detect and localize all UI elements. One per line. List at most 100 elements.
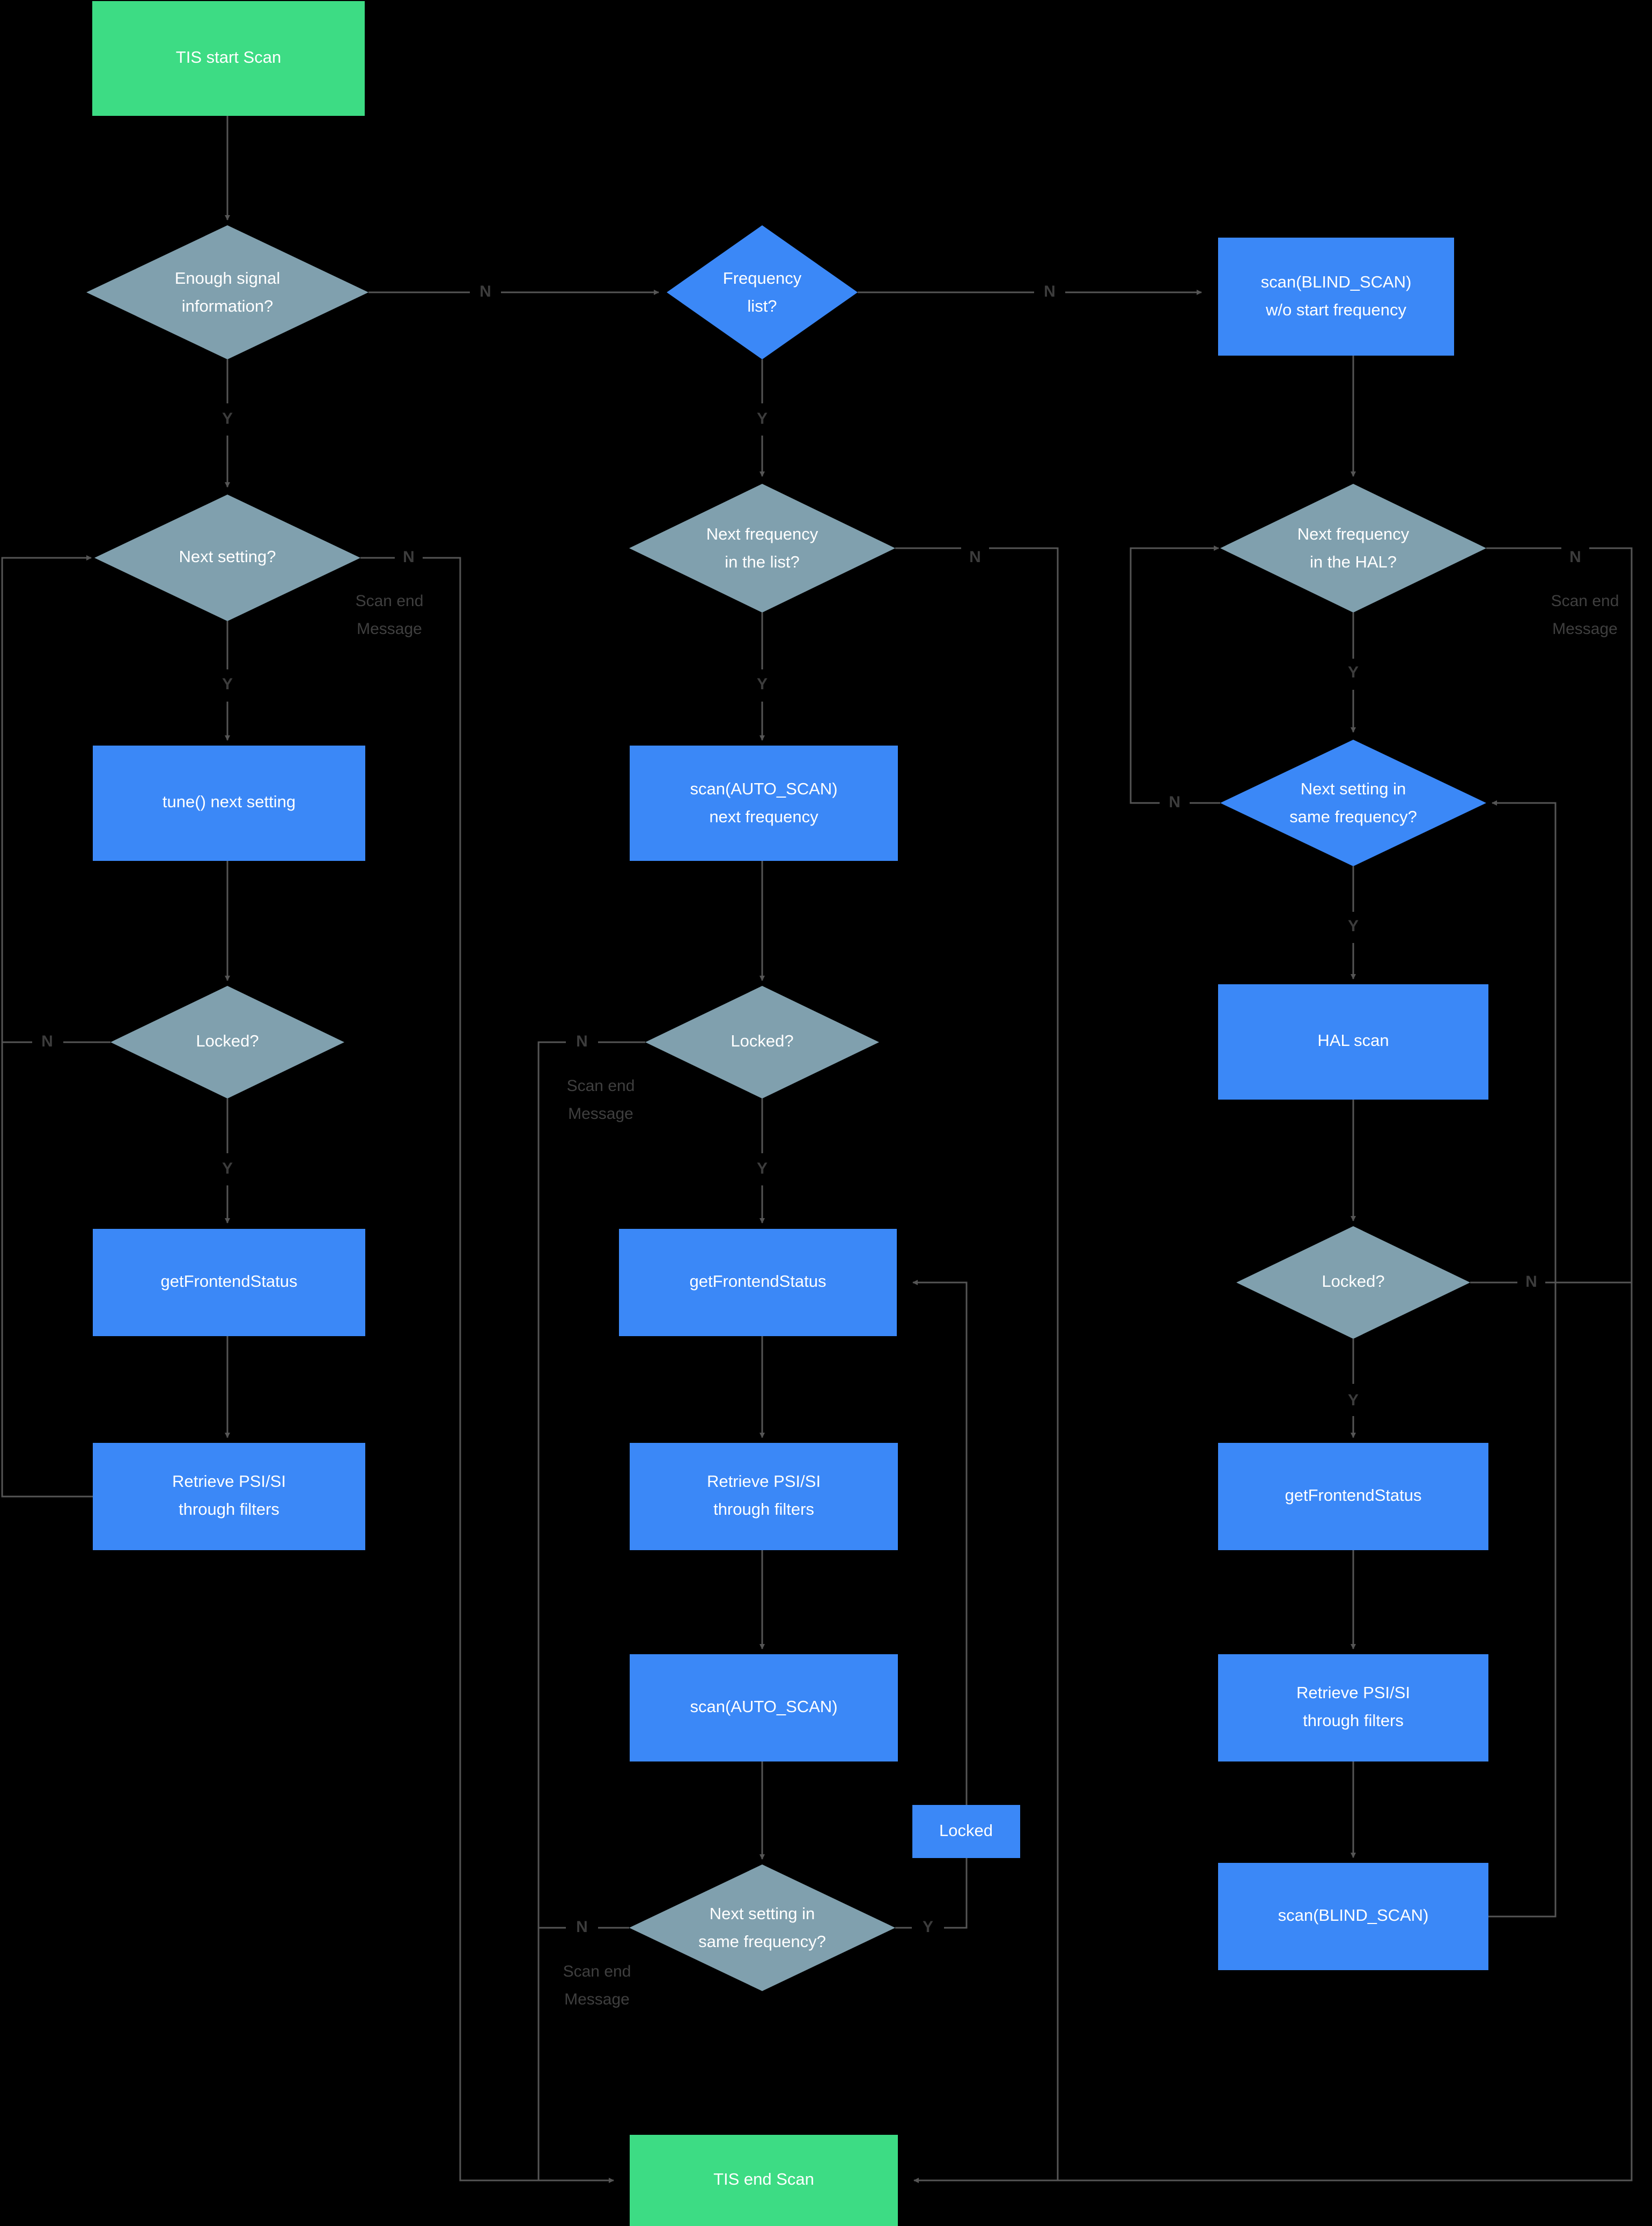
node-shape-diamond bbox=[86, 225, 368, 359]
node-shape-rect bbox=[1218, 1654, 1488, 1761]
edge-nextfreqlist-n-to-end bbox=[913, 547, 1059, 2183]
node-scan-blind-scan-wo-start-frequency[interactable]: scan(BLIND_SCAN) w/o start frequency bbox=[1218, 238, 1454, 356]
node-shape-rect bbox=[912, 1805, 1020, 1858]
node-get-frontend-status-left[interactable]: getFrontendStatus bbox=[93, 1229, 365, 1336]
node-shape-rect bbox=[630, 1443, 898, 1550]
edge-label-n-locked-middle: N bbox=[576, 1033, 588, 1050]
node-label: TIS end Scan bbox=[713, 2170, 814, 2188]
node-label: getFrontendStatus bbox=[1285, 1486, 1421, 1505]
node-hal-scan[interactable]: HAL scan bbox=[1218, 984, 1488, 1100]
node-label-line2: same frequency? bbox=[698, 1932, 826, 1951]
node-shape-rect bbox=[630, 1654, 898, 1761]
note-line1: Scan end bbox=[356, 592, 424, 610]
edge-label-layer: N N Y Y Y N N N Y Y N Y N N Y Y N Y N Y bbox=[41, 283, 1581, 1936]
note-layer: Scan end Message Scan end Message Scan e… bbox=[356, 592, 1619, 2008]
node-label-line1: Next frequency bbox=[1297, 525, 1410, 543]
node-locked-left[interactable]: Locked? bbox=[110, 986, 344, 1099]
edge-locked-mid-n-rail bbox=[537, 1041, 614, 2181]
node-locked-middle[interactable]: Locked? bbox=[645, 986, 879, 1099]
node-layer: TIS start Scan Enough signal information… bbox=[86, 1, 1488, 2226]
note-line1: Scan end bbox=[567, 1077, 635, 1095]
node-next-setting-in-same-frequency-middle[interactable]: Next setting in same frequency? bbox=[629, 1864, 895, 1991]
node-enough-signal-information[interactable]: Enough signal information? bbox=[86, 225, 368, 359]
node-shape-diamond bbox=[94, 495, 360, 621]
node-label-line2: in the list? bbox=[725, 552, 800, 571]
node-shape-diamond bbox=[629, 1864, 895, 1991]
node-label-line2: next frequency bbox=[709, 807, 818, 826]
node-scan-blind-scan[interactable]: scan(BLIND_SCAN) bbox=[1218, 1863, 1488, 1970]
node-shape-rect bbox=[1218, 1443, 1488, 1550]
node-get-frontend-status-right[interactable]: getFrontendStatus bbox=[1218, 1443, 1488, 1550]
node-retrieve-psi-si-right[interactable]: Retrieve PSI/SI through filters bbox=[1218, 1654, 1488, 1761]
node-label: scan(AUTO_SCAN) bbox=[690, 1697, 837, 1716]
edge-label-n-frequency-list: N bbox=[1044, 283, 1056, 300]
note-line1: Scan end bbox=[1551, 592, 1619, 610]
edge-nextfreqhal-n-to-end bbox=[914, 547, 1633, 2181]
node-label-line2: in the HAL? bbox=[1310, 552, 1397, 571]
node-shape-diamond bbox=[629, 484, 895, 613]
edge-label-y-next-setting: Y bbox=[222, 675, 233, 693]
node-shape-rect bbox=[93, 1443, 365, 1550]
node-label: Locked? bbox=[1322, 1272, 1384, 1291]
edge-label-n-locked-left: N bbox=[41, 1033, 53, 1050]
node-get-frontend-status-middle[interactable]: getFrontendStatus bbox=[619, 1229, 897, 1336]
note-line2: Message bbox=[1552, 620, 1618, 638]
node-shape-diamond bbox=[110, 986, 344, 1099]
node-label: HAL scan bbox=[1317, 1031, 1389, 1050]
edge-label-y-next-setting-same-hal: Y bbox=[1348, 917, 1359, 935]
node-label: getFrontendStatus bbox=[689, 1272, 826, 1291]
edge-label-y-locked-right: Y bbox=[1348, 1391, 1359, 1409]
node-label-line2: same frequency? bbox=[1289, 807, 1417, 826]
edge-label-y-locked-left: Y bbox=[222, 1160, 233, 1177]
node-label: getFrontendStatus bbox=[160, 1272, 297, 1291]
node-shape-rect bbox=[93, 746, 365, 861]
node-next-frequency-in-the-hal[interactable]: Next frequency in the HAL? bbox=[1220, 484, 1486, 613]
node-scan-auto-scan-next-frequency[interactable]: scan(AUTO_SCAN) next frequency bbox=[630, 746, 898, 861]
edge-label-n-next-setting-same-middle: N bbox=[576, 1918, 588, 1936]
node-tune-next-setting[interactable]: tune() next setting bbox=[93, 746, 365, 861]
edge-label-n-enough-signal: N bbox=[480, 283, 491, 300]
node-shape-rect bbox=[1218, 984, 1488, 1100]
node-next-setting-in-same-frequency-hal[interactable]: Next setting in same frequency? bbox=[1220, 740, 1486, 866]
edge-label-y-next-setting-same-middle: Y bbox=[923, 1918, 933, 1936]
node-label-line1: scan(BLIND_SCAN) bbox=[1261, 272, 1412, 291]
node-tis-start-scan[interactable]: TIS start Scan bbox=[92, 1, 365, 116]
edge-nss-hal-n-loop bbox=[1130, 546, 1219, 804]
node-label-line2: information? bbox=[182, 297, 274, 315]
note-line2: Message bbox=[564, 1991, 630, 2008]
node-retrieve-psi-si-middle[interactable]: Retrieve PSI/SI through filters bbox=[630, 1443, 898, 1550]
node-shape-rect bbox=[1218, 238, 1454, 356]
edge-label-y-frequency-list: Y bbox=[757, 410, 768, 427]
edge-label-y-enough-signal: Y bbox=[222, 410, 233, 427]
node-label-line1: Retrieve PSI/SI bbox=[707, 1472, 821, 1491]
node-next-frequency-in-the-list[interactable]: Next frequency in the list? bbox=[629, 484, 895, 613]
node-locked-right[interactable]: Locked? bbox=[1236, 1226, 1470, 1339]
node-shape-diamond bbox=[1236, 1226, 1470, 1339]
node-shape-rect bbox=[630, 2135, 898, 2226]
node-frequency-list[interactable]: Frequency list? bbox=[667, 225, 858, 359]
node-tis-end-scan[interactable]: TIS end Scan bbox=[630, 2135, 898, 2226]
node-shape-diamond bbox=[1220, 740, 1486, 866]
edge-label-y-next-frequency-list: Y bbox=[757, 675, 768, 693]
edge-label-y-locked-middle: Y bbox=[757, 1160, 768, 1177]
node-label-line1: Next frequency bbox=[706, 525, 818, 543]
edge-next-setting-n-to-end bbox=[423, 557, 614, 2183]
note-scan-end-message-middle-locked: Scan end Message bbox=[567, 1077, 635, 1123]
node-label: Locked? bbox=[196, 1031, 259, 1050]
node-label-line2: w/o start frequency bbox=[1265, 300, 1406, 319]
node-scan-auto-scan[interactable]: scan(AUTO_SCAN) bbox=[630, 1654, 898, 1761]
edge-label-n-next-frequency-list: N bbox=[969, 548, 981, 566]
node-label-line2: list? bbox=[747, 297, 777, 315]
note-line2: Message bbox=[568, 1105, 633, 1123]
node-retrieve-psi-si-left[interactable]: Retrieve PSI/SI through filters bbox=[93, 1443, 365, 1550]
node-label: tune() next setting bbox=[163, 792, 296, 811]
note-scan-end-message-right: Scan end Message bbox=[1551, 592, 1619, 638]
note-scan-end-message-left: Scan end Message bbox=[356, 592, 424, 638]
node-shape-diamond bbox=[1220, 484, 1486, 613]
node-label-line1: Retrieve PSI/SI bbox=[1296, 1683, 1410, 1702]
node-locked-tag[interactable]: Locked bbox=[912, 1805, 1020, 1858]
node-next-setting[interactable]: Next setting? bbox=[94, 495, 360, 621]
node-label-line2: through filters bbox=[179, 1500, 279, 1519]
node-label: Next setting? bbox=[179, 547, 276, 566]
